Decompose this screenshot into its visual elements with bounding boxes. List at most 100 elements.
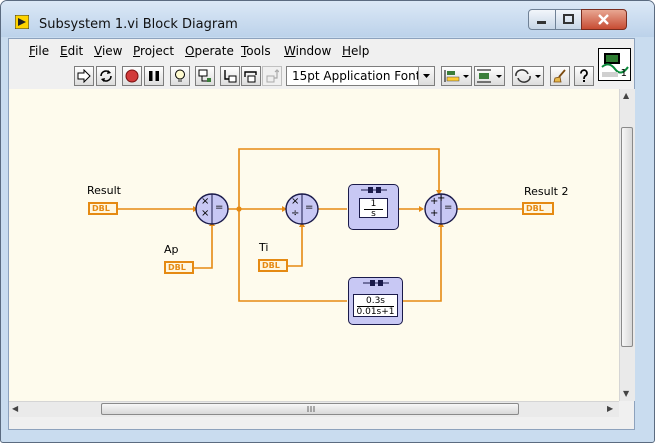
distribute-objects-button[interactable] bbox=[474, 66, 505, 86]
ap-control-terminal[interactable]: DBL bbox=[164, 261, 194, 274]
menu-help[interactable]: Help bbox=[342, 44, 370, 58]
multiply-output: = bbox=[215, 202, 224, 213]
step-into-button[interactable] bbox=[220, 66, 240, 86]
step-over-button[interactable] bbox=[241, 66, 261, 86]
multiply-node[interactable]: × × = bbox=[196, 194, 228, 224]
menu-operate[interactable]: Operate bbox=[185, 44, 234, 58]
scroll-left-arrow-icon[interactable]: ◀ bbox=[12, 404, 19, 413]
menu-view[interactable]: View bbox=[94, 44, 123, 58]
probe-icon bbox=[198, 69, 211, 82]
maximize-button[interactable] bbox=[555, 9, 582, 30]
multiply-input-a: × bbox=[201, 196, 210, 207]
horizontal-scroll-thumb[interactable] bbox=[101, 403, 519, 415]
menu-tools[interactable]: Tools bbox=[241, 44, 271, 58]
highlight-execution-button[interactable] bbox=[170, 66, 190, 86]
retain-wire-values-button[interactable] bbox=[195, 66, 215, 86]
maximize-icon bbox=[563, 14, 574, 24]
clean-up-diagram-button[interactable] bbox=[550, 66, 570, 86]
step-into-icon bbox=[224, 70, 237, 83]
grip-icon bbox=[307, 406, 315, 412]
run-continuously-icon bbox=[100, 70, 112, 82]
menu-bar: File Edit View Project Operate Tools Win… bbox=[9, 39, 596, 63]
step-out-button[interactable] bbox=[262, 66, 282, 86]
add-input-a: + bbox=[430, 196, 439, 207]
run-button[interactable] bbox=[74, 66, 94, 86]
transfer-function-icon bbox=[361, 187, 387, 193]
vi-connector-pane-icon bbox=[601, 53, 629, 77]
vertical-scroll-thumb[interactable] bbox=[621, 127, 633, 347]
result-control-terminal[interactable]: DBL bbox=[88, 202, 118, 215]
reorder-icon bbox=[515, 69, 541, 83]
result-terminal-type: DBL bbox=[92, 204, 110, 213]
align-objects-icon bbox=[444, 70, 469, 82]
diagram-canvas[interactable]: Result DBL Ap DBL Ti DBL Result 2 DBL × … bbox=[9, 89, 619, 401]
dropdown-arrow-icon bbox=[418, 67, 434, 85]
integrator-expression: 1 s bbox=[359, 198, 388, 219]
run-continuously-button[interactable] bbox=[96, 66, 116, 86]
multiply-input-b: × bbox=[201, 208, 210, 219]
ti-control-label: Ti bbox=[259, 241, 269, 254]
help-question-icon bbox=[580, 69, 588, 82]
transfer-function-icon bbox=[363, 280, 389, 286]
minimize-icon bbox=[537, 21, 546, 24]
distribute-objects-icon bbox=[477, 69, 502, 83]
horizontal-scrollbar[interactable]: ◀ ▶ bbox=[9, 401, 619, 417]
derivative-numerator: 0.3s bbox=[357, 296, 394, 307]
text-settings-dropdown[interactable]: 15pt Application Font bbox=[286, 66, 435, 86]
broom-icon bbox=[553, 69, 566, 83]
derivative-filter-block[interactable]: 0.3s 0.01s+1 bbox=[348, 277, 403, 325]
derivative-denominator: 0.01s+1 bbox=[356, 307, 395, 317]
result2-terminal-type: DBL bbox=[526, 204, 544, 213]
toolbar: 15pt Application Font bbox=[9, 63, 596, 88]
add-input-c: + bbox=[437, 193, 446, 204]
vertical-scrollbar[interactable]: ▲ ▼ bbox=[619, 89, 635, 401]
ti-terminal-type: DBL bbox=[262, 261, 280, 270]
scroll-right-arrow-icon[interactable]: ▶ bbox=[607, 404, 614, 413]
derivative-filter-expression: 0.3s 0.01s+1 bbox=[353, 294, 398, 317]
divide-input-a: × bbox=[291, 196, 300, 207]
menu-edit[interactable]: Edit bbox=[60, 44, 84, 58]
close-icon bbox=[598, 14, 609, 25]
close-button[interactable] bbox=[581, 9, 627, 30]
wires bbox=[117, 148, 522, 302]
block-diagram-client-area: File Edit View Project Operate Tools Win… bbox=[8, 38, 635, 430]
labview-block-diagram-icon bbox=[15, 15, 29, 29]
add-input-b: + bbox=[430, 208, 439, 219]
reorder-button[interactable] bbox=[512, 66, 544, 86]
stop-icon bbox=[125, 69, 139, 83]
lightbulb-icon bbox=[175, 69, 185, 82]
scroll-down-arrow-icon[interactable]: ▼ bbox=[623, 389, 630, 398]
integrator-block[interactable]: 1 s bbox=[348, 184, 399, 230]
integrator-denominator: s bbox=[371, 209, 376, 219]
title-bar[interactable]: Subsystem 1.vi Block Diagram bbox=[1, 1, 654, 37]
step-out-icon bbox=[266, 69, 279, 83]
scroll-up-arrow-icon[interactable]: ▲ bbox=[623, 91, 630, 100]
ti-control-terminal[interactable]: DBL bbox=[258, 259, 288, 272]
ap-terminal-type: DBL bbox=[168, 263, 186, 272]
menu-file[interactable]: File bbox=[29, 44, 50, 58]
abort-button[interactable] bbox=[122, 66, 142, 86]
step-over-icon bbox=[244, 71, 257, 83]
add-output: = bbox=[444, 202, 453, 213]
menu-window[interactable]: Window bbox=[284, 44, 332, 58]
integrator-numerator: 1 bbox=[364, 200, 383, 210]
divide-node[interactable]: × ÷ = bbox=[286, 194, 318, 224]
vi-icon[interactable]: 1 bbox=[598, 48, 631, 81]
menu-project[interactable]: Project bbox=[133, 44, 175, 58]
result2-indicator-label: Result 2 bbox=[524, 185, 569, 198]
pause-button[interactable] bbox=[144, 66, 164, 86]
add-node[interactable]: + + + = bbox=[425, 193, 457, 224]
window-title: Subsystem 1.vi Block Diagram bbox=[39, 17, 238, 32]
pause-icon bbox=[149, 71, 159, 81]
align-objects-button[interactable] bbox=[441, 66, 472, 86]
ap-control-label: Ap bbox=[164, 243, 179, 256]
result2-indicator-terminal[interactable]: DBL bbox=[522, 202, 554, 215]
text-settings-value: 15pt Application Font bbox=[292, 69, 421, 83]
vi-icon-number: 1 bbox=[620, 68, 627, 79]
context-help-button[interactable] bbox=[574, 66, 594, 86]
divide-output: = bbox=[305, 202, 314, 213]
run-arrow-icon bbox=[77, 69, 91, 83]
minimize-button[interactable] bbox=[528, 9, 556, 30]
result-control-label: Result bbox=[87, 184, 121, 197]
